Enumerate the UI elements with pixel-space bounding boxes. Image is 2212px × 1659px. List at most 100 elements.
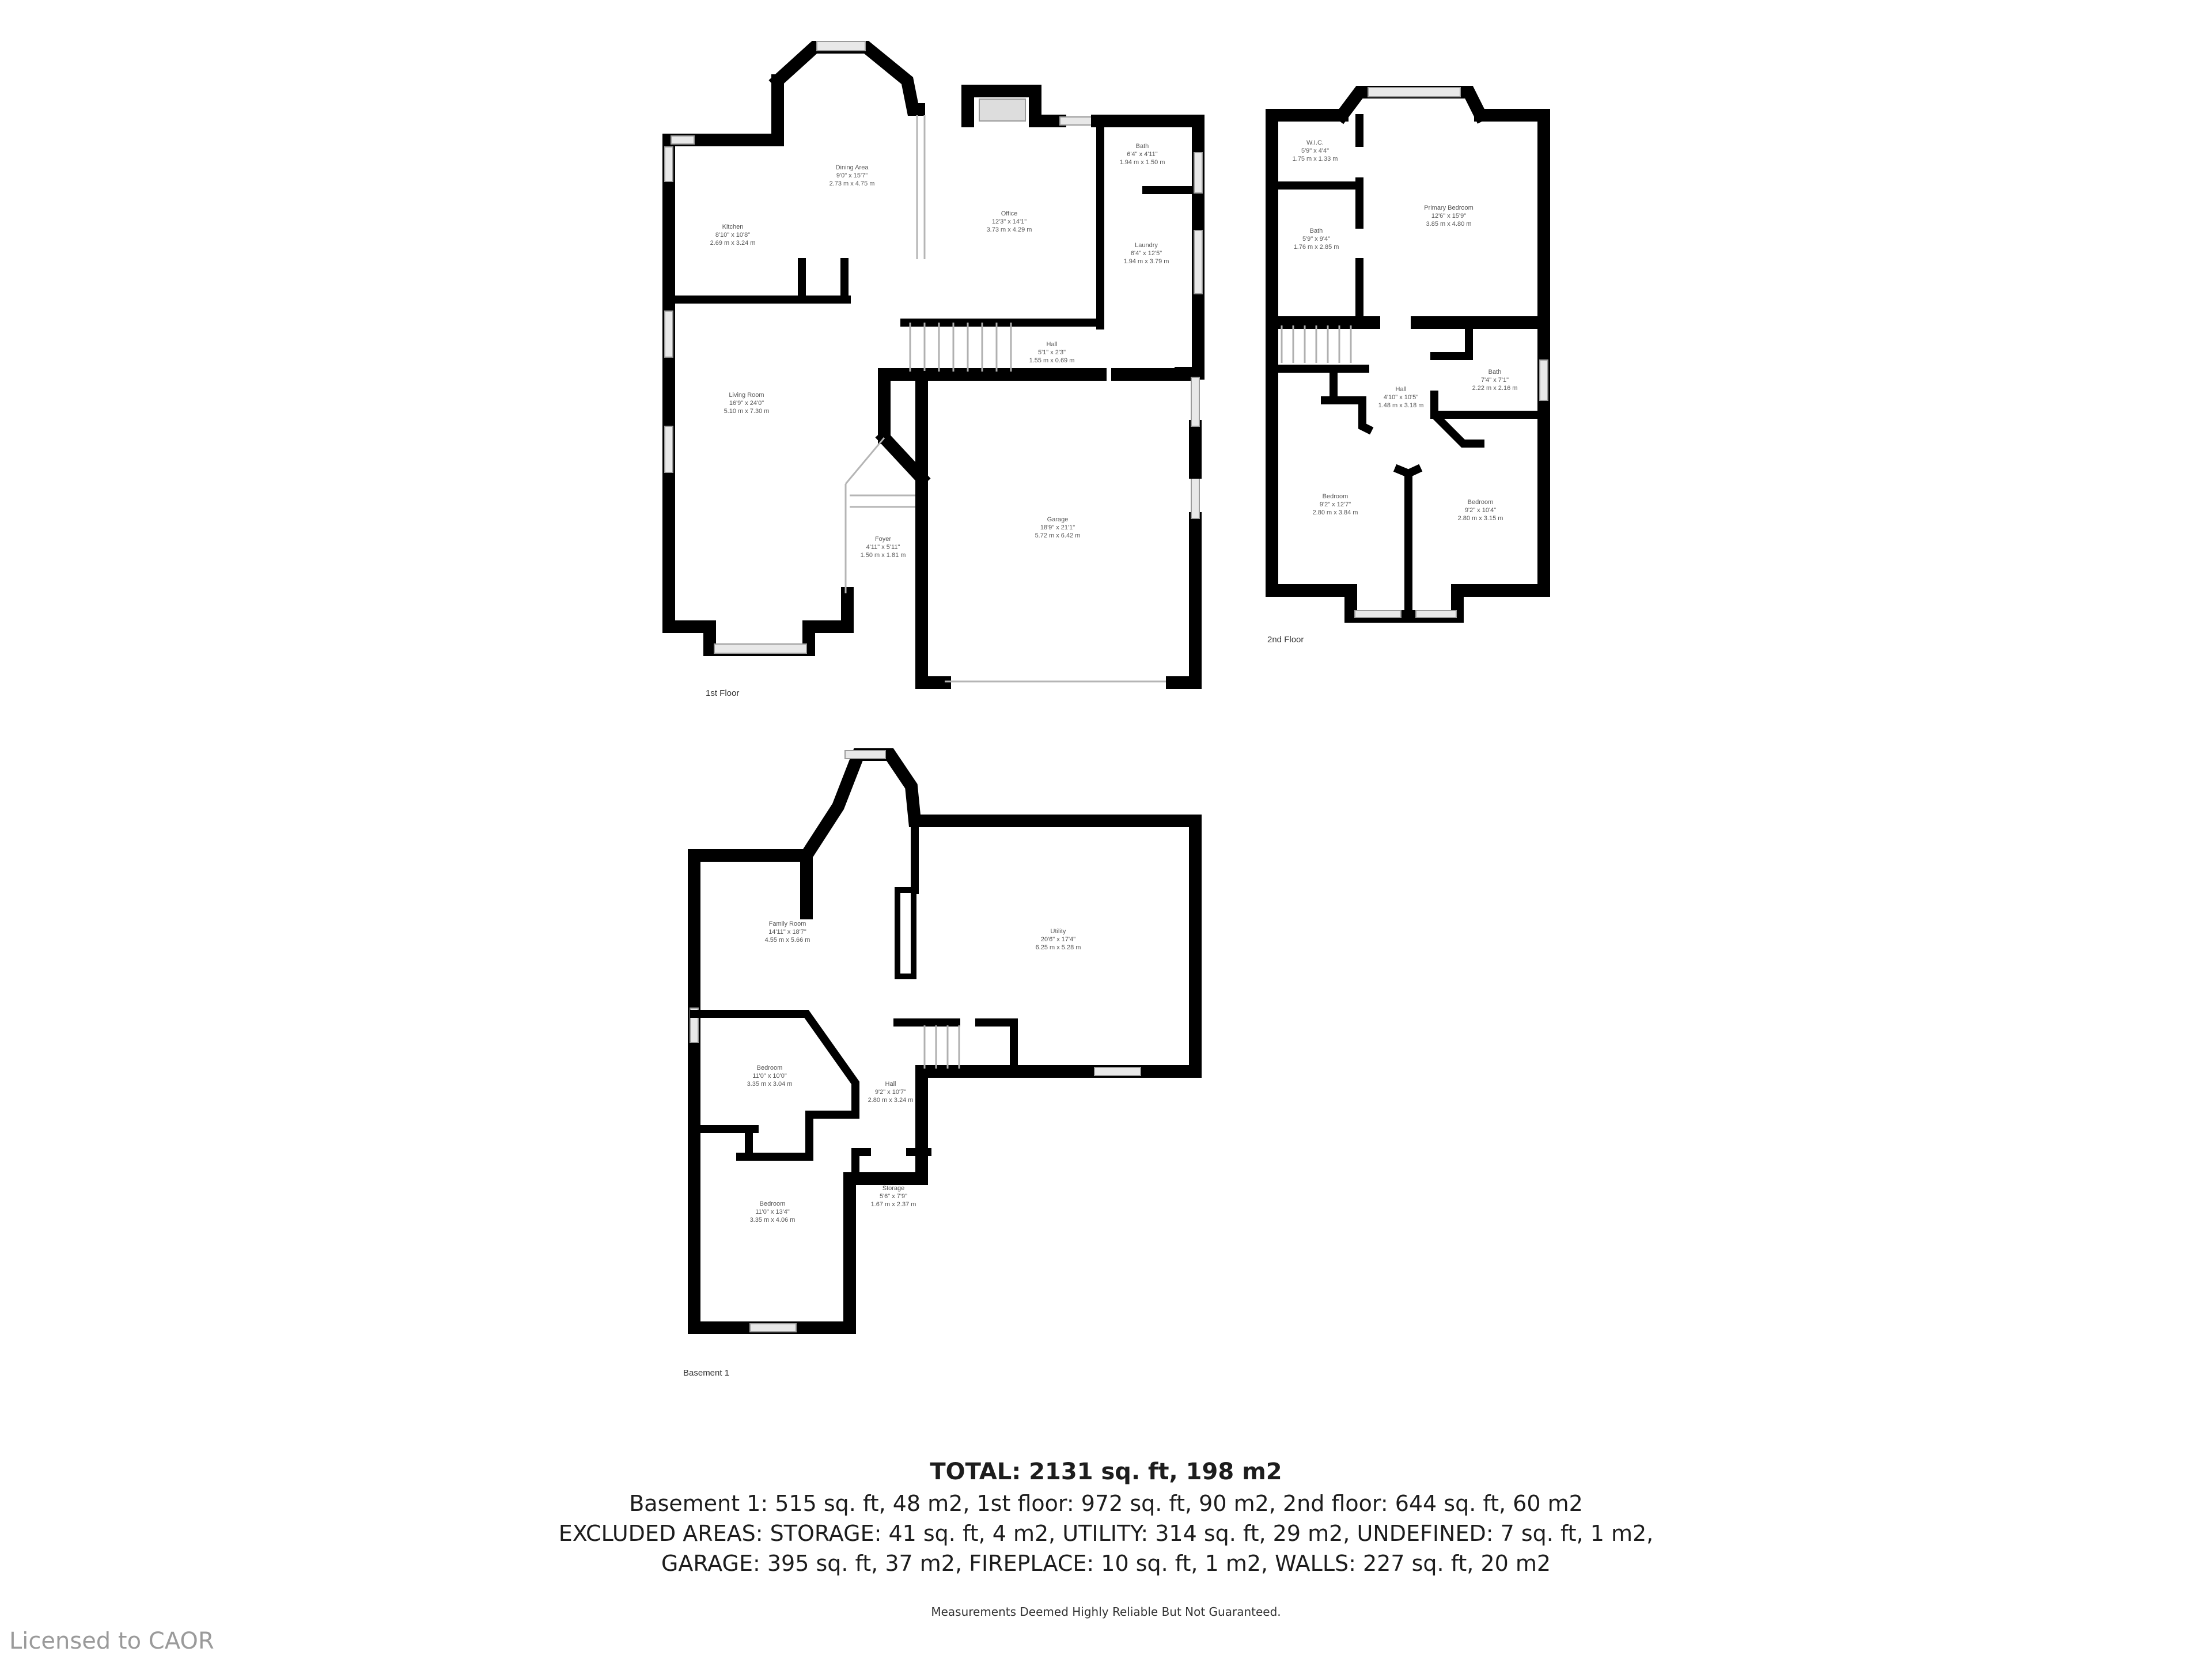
room-name: Hall (885, 1081, 896, 1088)
room-dim-metric: 1.50 m x 1.81 m (860, 552, 906, 559)
room-label-hall-1f: Hall 5'1" x 2'3" 1.55 m x 0.69 m (1029, 340, 1075, 365)
total-area: TOTAL: 2131 sq. ft, 198 m2 (930, 1459, 1282, 1485)
room-dim-imperial: 16'9" x 24'0" (729, 400, 764, 407)
room-name: Hall (1395, 386, 1407, 393)
room-label-dining-area: Dining Area 9'0" x 15'7" 2.73 m x 4.75 m (830, 164, 875, 188)
room-dim-imperial: 11'0" x 13'4" (755, 1209, 790, 1215)
room-label-bedroom-2f-left: Bedroom 9'2" x 12'7" 2.80 m x 3.84 m (1313, 493, 1358, 517)
room-dim-imperial: 12'6" x 15'9" (1431, 213, 1467, 219)
room-dim-imperial: 12'3" x 14'1" (991, 218, 1027, 225)
room-label-utility: Utility 20'6" x 17'4" 6.25 m x 5.28 m (1036, 927, 1081, 952)
room-name: Bedroom (1467, 499, 1494, 506)
room-dim-imperial: 9'2" x 10'4" (1464, 507, 1497, 514)
room-label-bedroom-basement-lower: Bedroom 11'0" x 13'4" 3.35 m x 4.06 m (750, 1200, 796, 1224)
room-name: Office (1001, 210, 1018, 217)
room-label-primary-bedroom: Primary Bedroom 12'6" x 15'9" 3.85 m x 4… (1424, 204, 1474, 228)
room-dim-metric: 4.55 m x 5.66 m (764, 937, 810, 944)
room-dim-imperial: 5'1" x 2'3" (1037, 349, 1066, 356)
room-name: Bath (1135, 143, 1149, 150)
room-dim-metric: 5.72 m x 6.42 m (1035, 532, 1081, 539)
room-label-storage: Storage 5'6" x 7'9" 1.67 m x 2.37 m (871, 1184, 916, 1209)
floor-label-first: 1st Floor (706, 688, 740, 698)
room-name: Utility (1050, 928, 1066, 935)
room-name: Laundry (1135, 242, 1158, 249)
room-label-office: Office 12'3" x 14'1" 3.73 m x 4.29 m (987, 210, 1032, 234)
license-watermark: Licensed to CAOR (9, 1628, 214, 1654)
room-dim-metric: 2.80 m x 3.15 m (1457, 515, 1503, 522)
room-dim-metric: 1.55 m x 0.69 m (1029, 357, 1075, 364)
room-name: Dining Area (835, 164, 869, 171)
room-label-laundry: Laundry 6'4" x 12'5" 1.94 m x 3.79 m (1124, 241, 1169, 266)
room-dim-metric: 2.22 m x 2.16 m (1472, 385, 1518, 392)
room-name: Storage (882, 1185, 905, 1192)
room-dim-imperial: 8'10" x 10'8" (715, 232, 751, 238)
room-dim-imperial: 9'2" x 10'7" (874, 1089, 907, 1096)
room-dim-imperial: 5'6" x 7'9" (879, 1193, 908, 1200)
room-name: Bedroom (759, 1200, 786, 1207)
room-dim-metric: 1.76 m x 2.85 m (1293, 244, 1339, 251)
room-name: Foyer (874, 536, 892, 543)
room-dim-metric: 1.48 m x 3.18 m (1378, 402, 1424, 409)
room-label-bath-2f-ensuite: Bath 5'9" x 9'4" 1.76 m x 2.85 m (1294, 227, 1339, 251)
basement-plan (688, 748, 1202, 1334)
room-dim-metric: 2.80 m x 3.24 m (868, 1097, 914, 1104)
room-label-bedroom-2f-right: Bedroom 9'2" x 10'4" 2.80 m x 3.15 m (1458, 498, 1503, 522)
room-dim-imperial: 5'9" x 4'4" (1301, 147, 1330, 154)
room-label-hall-basement: Hall 9'2" x 10'7" 2.80 m x 3.24 m (868, 1080, 914, 1104)
room-label-bath-1f: Bath 6'4" x 4'11" 1.94 m x 1.50 m (1120, 142, 1165, 166)
room-dim-metric: 6.25 m x 5.28 m (1035, 944, 1081, 951)
room-dim-metric: 1.75 m x 1.33 m (1292, 156, 1338, 162)
room-dim-imperial: 6'4" x 12'5" (1130, 250, 1162, 257)
room-name: Primary Bedroom (1424, 204, 1474, 211)
room-label-kitchen: Kitchen 8'10" x 10'8" 2.69 m x 3.24 m (710, 223, 756, 247)
room-dim-imperial: 9'0" x 15'7" (836, 172, 868, 179)
floor-areas: Basement 1: 515 sq. ft, 48 m2, 1st floor… (629, 1491, 1583, 1516)
room-dim-metric: 3.73 m x 4.29 m (986, 226, 1032, 233)
room-dim-imperial: 7'4" x 7'1" (1480, 377, 1509, 384)
room-dim-imperial: 4'10" x 10'5" (1383, 394, 1419, 401)
room-dim-metric: 1.67 m x 2.37 m (870, 1201, 916, 1208)
room-name: Living Room (729, 392, 764, 399)
room-name: Kitchen (722, 224, 744, 230)
room-label-bedroom-basement-upper: Bedroom 11'0" x 10'0" 3.35 m x 3.04 m (747, 1064, 793, 1088)
room-dim-metric: 1.94 m x 3.79 m (1123, 258, 1169, 265)
excluded-areas: EXCLUDED AREAS: STORAGE: 41 sq. ft, 4 m2… (558, 1521, 1654, 1546)
excluded-areas-continued: GARAGE: 395 sq. ft, 37 m2, FIREPLACE: 10… (661, 1551, 1551, 1576)
room-dim-imperial: 11'0" x 10'0" (752, 1073, 787, 1080)
floor-label-basement: Basement 1 (683, 1368, 730, 1378)
room-dim-metric: 2.69 m x 3.24 m (710, 240, 756, 247)
room-label-hall-2f: Hall 4'10" x 10'5" 1.48 m x 3.18 m (1378, 385, 1424, 410)
room-dim-imperial: 6'4" x 4'11" (1127, 151, 1158, 158)
room-name: Garage (1047, 516, 1069, 523)
room-dim-metric: 5.10 m x 7.30 m (724, 408, 770, 415)
room-name: Bath (1488, 369, 1502, 376)
room-dim-metric: 2.80 m x 3.84 m (1312, 509, 1358, 516)
room-name: Bath (1309, 228, 1323, 234)
room-dim-metric: 3.35 m x 3.04 m (747, 1081, 793, 1088)
room-dim-imperial: 9'2" x 12'7" (1319, 501, 1351, 508)
room-name: Hall (1046, 341, 1058, 348)
room-dim-metric: 3.85 m x 4.80 m (1426, 221, 1472, 228)
room-name: Bedroom (756, 1065, 783, 1071)
first-floor-plan (662, 41, 1205, 689)
room-label-family-room: Family Room 14'11" x 18'7" 4.55 m x 5.66… (765, 920, 810, 944)
room-name: Family Room (768, 921, 806, 927)
room-label-wic: W.I.C. 5'9" x 4'4" 1.75 m x 1.33 m (1293, 139, 1338, 163)
second-floor-plan (1266, 86, 1550, 623)
room-label-living-room: Living Room 16'9" x 24'0" 5.10 m x 7.30 … (724, 391, 770, 415)
room-label-bath-2f: Bath 7'4" x 7'1" 2.22 m x 2.16 m (1472, 368, 1518, 392)
room-dim-imperial: 14'11" x 18'7" (768, 929, 806, 935)
room-dim-imperial: 20'6" x 17'4" (1040, 936, 1076, 943)
room-dim-metric: 3.35 m x 4.06 m (749, 1217, 796, 1224)
floor-label-second: 2nd Floor (1267, 635, 1304, 645)
room-label-foyer: Foyer 4'11" x 5'11" 1.50 m x 1.81 m (861, 535, 906, 559)
room-dim-imperial: 18'9" x 21'1" (1040, 524, 1075, 531)
room-name: Bedroom (1322, 493, 1349, 500)
room-label-garage: Garage 18'9" x 21'1" 5.72 m x 6.42 m (1035, 516, 1081, 540)
room-dim-imperial: 5'9" x 9'4" (1302, 236, 1331, 243)
room-name: W.I.C. (1306, 139, 1324, 146)
room-dim-metric: 2.73 m x 4.75 m (829, 180, 875, 187)
disclaimer: Measurements Deemed Highly Reliable But … (931, 1605, 1281, 1619)
room-dim-imperial: 4'11" x 5'11" (866, 544, 900, 551)
